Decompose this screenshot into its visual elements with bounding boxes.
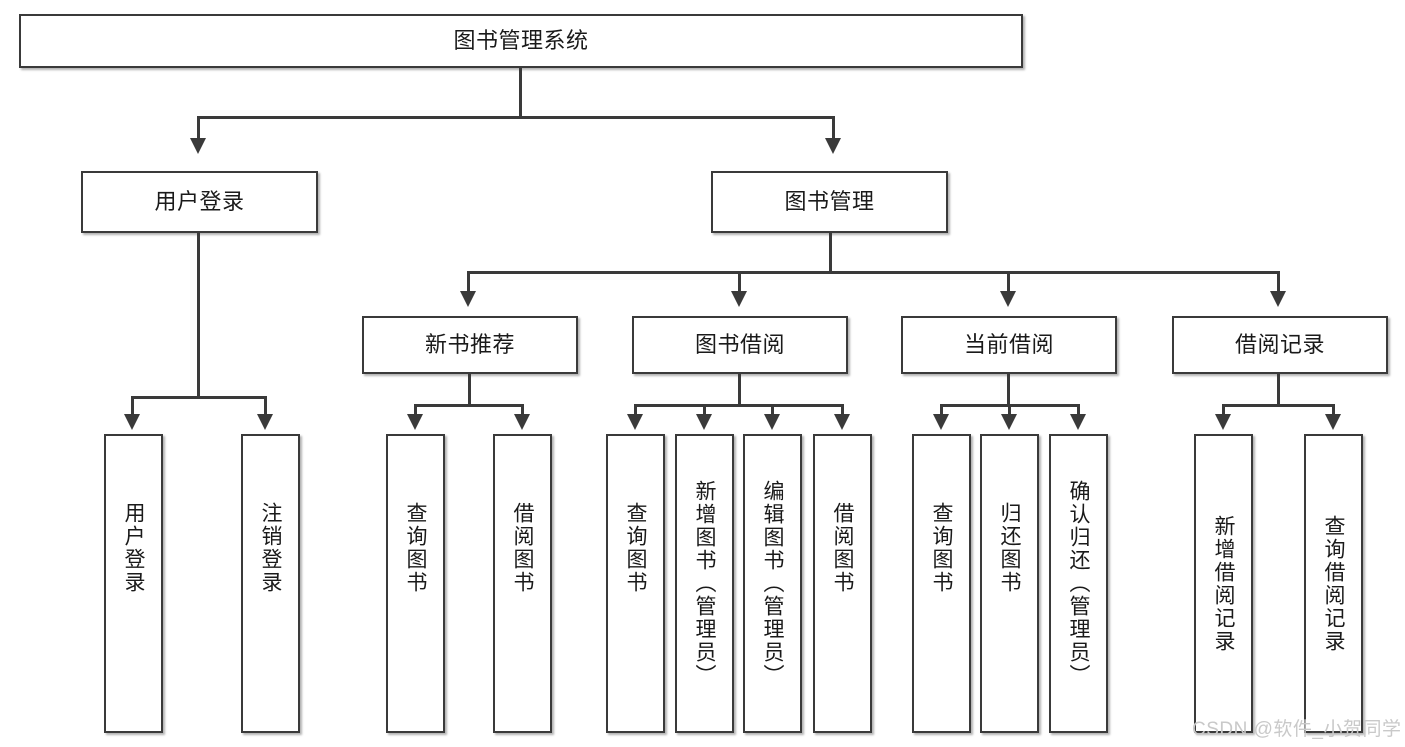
connector-user-login-stem [197,233,200,397]
arrowhead-current-borrow [1000,291,1016,307]
arrowhead-leaf-return-book [1001,414,1017,430]
connector-book-management-bus [467,271,1280,274]
connector-br-drop-2 [1332,404,1335,418]
arrowhead-borrow-record [1270,291,1286,307]
node-new-book-recommend[interactable]: 新书推荐 [362,316,578,374]
node-leaf-borrow-book-1[interactable]: 借阅图书 [493,434,552,733]
connector-user-login-drop-2 [264,396,267,416]
arrowhead-user-login [190,138,206,154]
node-current-borrow[interactable]: 当前借阅 [901,316,1117,374]
connector-bb-drop-4 [841,404,844,418]
connector-cb-drop-3 [1077,404,1080,418]
arrowhead-leaf-user-login [124,414,140,430]
arrowhead-new-book-recommend [460,291,476,307]
connector-bm-drop-book-borrow [738,271,741,293]
connector-root-stem [519,68,522,116]
arrowhead-leaf-borrow-book-2 [834,414,850,430]
connector-bb-drop-3 [771,404,774,418]
arrowhead-leaf-query-book-2 [627,414,643,430]
node-root-label: 图书管理系统 [453,27,589,53]
connector-new-book-stem [468,374,471,405]
connector-bm-drop-current-borrow [1007,271,1010,293]
node-leaf-borrow-book-2-label: 借阅图书 [831,502,854,594]
node-leaf-edit-book[interactable]: 编辑图书（管理员） [743,434,802,733]
connector-bb-drop-1 [634,404,637,418]
node-leaf-logout-label: 注销登录 [259,502,282,594]
node-leaf-add-record-label: 新增借阅记录 [1212,514,1235,653]
arrowhead-leaf-confirm-return [1070,414,1086,430]
node-leaf-query-record-label: 查询借阅记录 [1322,514,1345,653]
node-borrow-record-label: 借阅记录 [1234,331,1325,357]
arrowhead-leaf-add-record [1215,414,1231,430]
connector-user-login-drop-1 [131,396,134,416]
node-leaf-borrow-book-1-label: 借阅图书 [511,502,534,594]
node-new-book-recommend-label: 新书推荐 [424,331,515,357]
connector-br-drop-1 [1222,404,1225,418]
connector-borrow-record-bus [1222,404,1335,407]
connector-borrow-record-stem [1277,374,1280,405]
node-root[interactable]: 图书管理系统 [19,14,1023,68]
connector-cb-drop-1 [940,404,943,418]
node-leaf-query-book-1-label: 查询图书 [404,502,427,594]
connector-new-book-bus [414,404,524,407]
arrowhead-leaf-borrow-book-1 [514,414,530,430]
node-leaf-add-book-label: 新增图书（管理员） [693,480,716,687]
connector-bb-drop-2 [703,404,706,418]
arrowhead-book-management [825,138,841,154]
node-book-borrow[interactable]: 图书借阅 [632,316,848,374]
node-leaf-query-book-2[interactable]: 查询图书 [606,434,665,733]
connector-user-login-bus [131,396,267,399]
node-leaf-query-book-3-label: 查询图书 [930,502,953,594]
connector-root-to-user-login [197,116,200,140]
node-leaf-return-book-label: 归还图书 [998,502,1021,594]
connector-root-to-book-management [832,116,835,140]
node-leaf-add-book[interactable]: 新增图书（管理员） [675,434,734,733]
connector-new-book-drop-1 [414,404,417,418]
node-leaf-confirm-return-label: 确认归还（管理员） [1067,480,1090,687]
arrowhead-leaf-query-book-3 [933,414,949,430]
connector-bm-drop-new-book [467,271,470,293]
node-leaf-user-login[interactable]: 用户登录 [104,434,163,733]
arrowhead-leaf-add-book [696,414,712,430]
connector-book-management-stem [829,233,832,272]
node-leaf-query-book-1[interactable]: 查询图书 [386,434,445,733]
node-book-management-label: 图书管理 [784,188,875,214]
node-current-borrow-label: 当前借阅 [963,331,1054,357]
node-book-borrow-label: 图书借阅 [694,331,785,357]
connector-book-borrow-bus [634,404,844,407]
node-user-login-label: 用户登录 [154,188,245,214]
node-leaf-edit-book-label: 编辑图书（管理员） [761,480,784,687]
arrowhead-leaf-query-record [1325,414,1341,430]
connector-cb-drop-2 [1008,404,1011,418]
connector-new-book-drop-2 [521,404,524,418]
node-leaf-query-book-2-label: 查询图书 [624,502,647,594]
node-leaf-query-book-3[interactable]: 查询图书 [912,434,971,733]
node-borrow-record[interactable]: 借阅记录 [1172,316,1388,374]
arrowhead-leaf-logout [257,414,273,430]
arrowhead-book-borrow [731,291,747,307]
connector-bm-drop-borrow-record [1277,271,1280,293]
node-leaf-add-record[interactable]: 新增借阅记录 [1194,434,1253,733]
node-leaf-return-book[interactable]: 归还图书 [980,434,1039,733]
node-user-login[interactable]: 用户登录 [81,171,318,233]
node-book-management[interactable]: 图书管理 [711,171,948,233]
node-leaf-borrow-book-2[interactable]: 借阅图书 [813,434,872,733]
node-leaf-user-login-label: 用户登录 [122,502,145,594]
node-leaf-query-record[interactable]: 查询借阅记录 [1304,434,1363,733]
arrowhead-leaf-edit-book [764,414,780,430]
connector-book-borrow-stem [738,374,741,405]
node-leaf-confirm-return[interactable]: 确认归还（管理员） [1049,434,1108,733]
arrowhead-leaf-query-book-1 [407,414,423,430]
node-leaf-logout[interactable]: 注销登录 [241,434,300,733]
connector-root-bus [197,116,835,119]
connector-current-borrow-stem [1007,374,1010,405]
